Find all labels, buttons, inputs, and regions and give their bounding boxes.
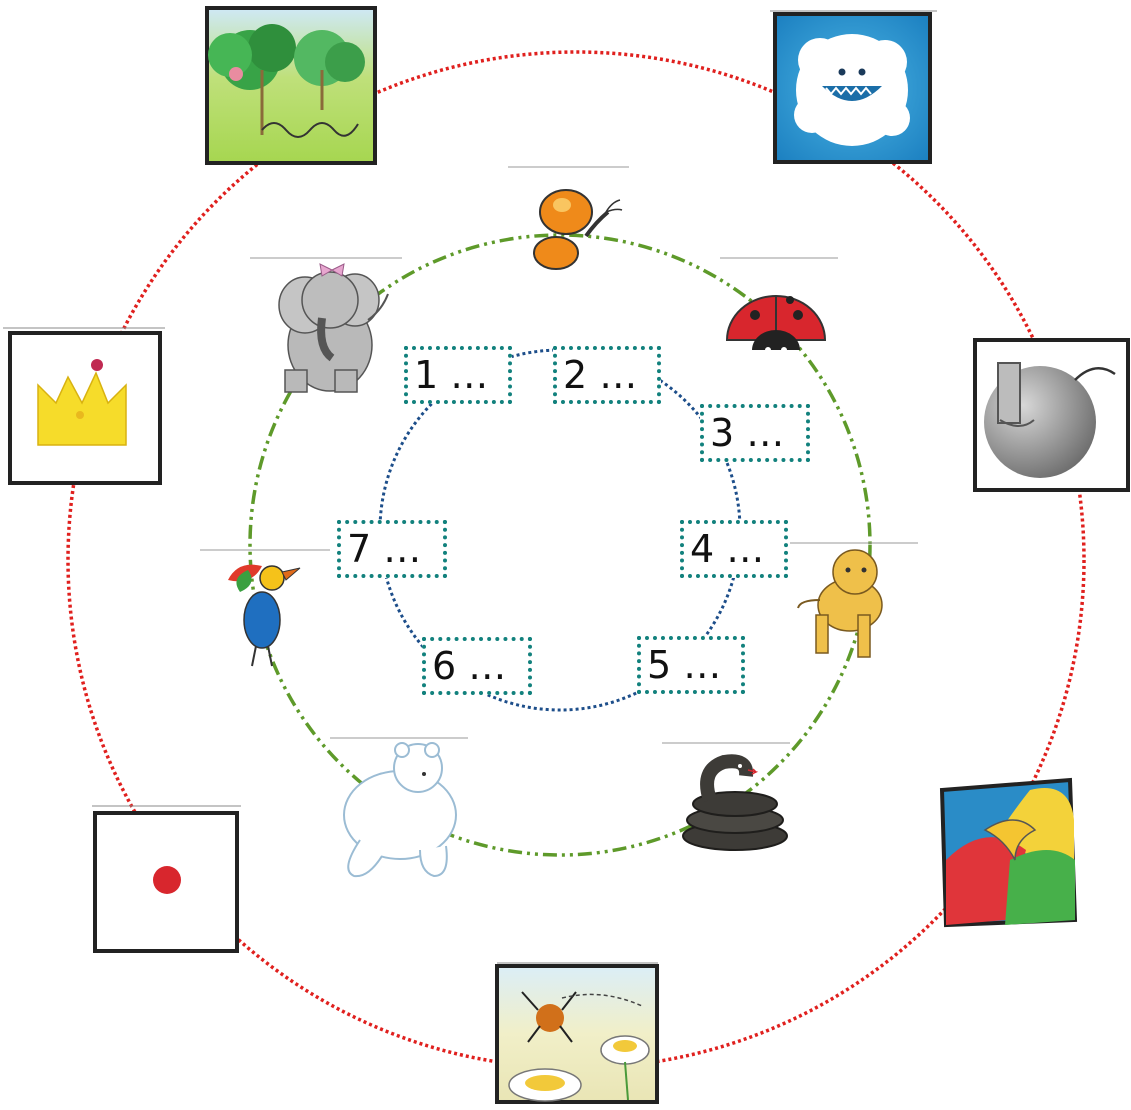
label-box-2[interactable]: 2 … xyxy=(553,346,661,404)
elephant-picture xyxy=(250,257,402,393)
label-box-4[interactable]: 4 … xyxy=(680,520,788,578)
forest-path-picture xyxy=(205,6,377,165)
yeti-picture xyxy=(770,10,937,164)
middle-ring xyxy=(248,233,872,857)
label-box-1[interactable]: 1 … xyxy=(404,346,512,404)
label-box-5[interactable]: 5 … xyxy=(637,636,745,694)
label-box-3[interactable]: 3 … xyxy=(700,404,810,462)
butterfly-picture xyxy=(508,166,629,270)
label-box-7[interactable]: 7 … xyxy=(337,520,447,578)
crown-picture xyxy=(3,327,165,485)
outer-ring xyxy=(66,50,1086,1070)
polar-bear-picture xyxy=(330,737,468,878)
bird-picture xyxy=(200,549,330,667)
red-dot-picture xyxy=(92,805,241,953)
label-box-6[interactable]: 6 … xyxy=(422,637,532,695)
bomb-picture xyxy=(973,338,1130,492)
colorful-hills-picture xyxy=(939,777,1078,928)
snake-picture xyxy=(662,742,790,851)
ladybug-picture xyxy=(720,257,838,353)
spider-on-flower-picture xyxy=(495,962,659,1104)
lion-picture xyxy=(790,542,918,658)
